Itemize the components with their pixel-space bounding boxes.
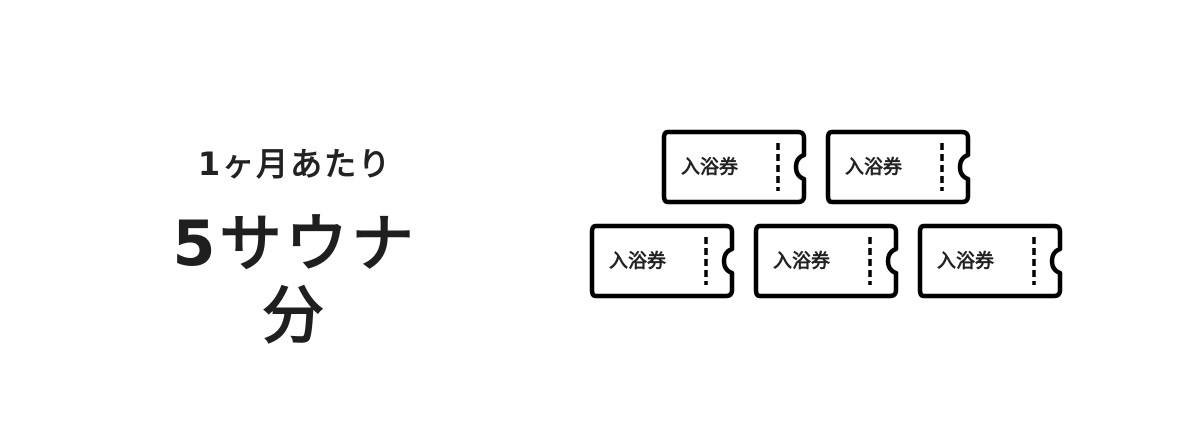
bath-ticket-icon <box>825 129 971 205</box>
ticket-label: 入浴券 <box>937 250 995 272</box>
bath-ticket: 入浴券 <box>825 129 971 205</box>
bath-ticket: 入浴券 <box>589 223 735 299</box>
sauna-count-headline: 5サウナ分 <box>172 207 418 352</box>
ticket-label: 入浴券 <box>845 156 903 178</box>
ticket-label: 入浴券 <box>773 250 831 272</box>
bath-ticket: 入浴券 <box>917 223 1063 299</box>
bath-ticket: 入浴券 <box>753 223 899 299</box>
per-month-label: 1ヶ月あたり <box>197 145 393 183</box>
bath-ticket-icon <box>589 223 735 299</box>
bath-ticket: 入浴券 <box>661 129 807 205</box>
bath-ticket-icon <box>661 129 807 205</box>
bath-ticket-icon <box>753 223 899 299</box>
monthly-caption: 1ヶ月あたり 5サウナ分 <box>140 140 450 352</box>
bath-ticket-icon <box>917 223 1063 299</box>
ticket-label: 入浴券 <box>681 156 739 178</box>
ticket-label: 入浴券 <box>609 250 667 272</box>
